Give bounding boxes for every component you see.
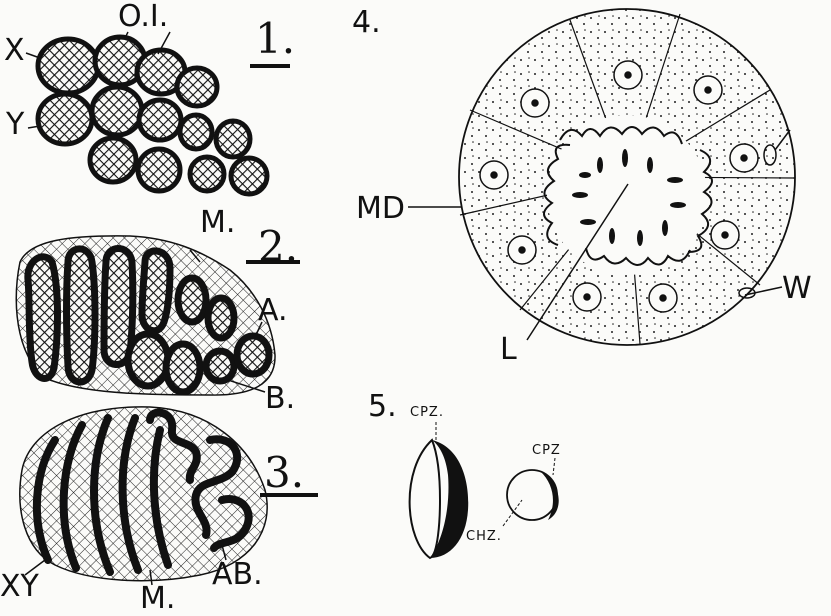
label-w: W bbox=[782, 274, 812, 304]
crescent-large bbox=[410, 440, 440, 558]
label-m-fig3: M. bbox=[140, 584, 175, 614]
figure-3-number: 3. bbox=[264, 452, 304, 494]
label-chz: CHZ. bbox=[466, 530, 502, 543]
label-md: MD bbox=[356, 194, 405, 224]
chromosome-x bbox=[38, 39, 98, 93]
label-cpz-left: CPZ. bbox=[410, 406, 444, 419]
chromosome-b bbox=[206, 351, 234, 381]
figure-5-number: 5. bbox=[368, 392, 397, 422]
figure-2-number: 2. bbox=[258, 226, 298, 268]
label-cpz-right: CPZ bbox=[532, 444, 561, 457]
crescent-small bbox=[507, 470, 557, 520]
label-b: B. bbox=[265, 384, 295, 414]
figure-4 bbox=[408, 9, 795, 345]
label-m-fig2: M. bbox=[200, 208, 235, 238]
label-ab: AB. bbox=[212, 560, 263, 590]
label-oi: O.I. bbox=[118, 2, 168, 32]
cell-outline-3 bbox=[20, 407, 267, 581]
figure-1 bbox=[38, 37, 267, 194]
label-y: Y bbox=[6, 110, 24, 140]
label-xy: XY bbox=[0, 572, 39, 602]
label-x: X bbox=[4, 36, 25, 66]
chromosome-y bbox=[38, 94, 92, 144]
figure-4-number: 4. bbox=[352, 8, 381, 38]
label-l: L bbox=[500, 335, 517, 365]
figure-1-number: 1. bbox=[255, 18, 295, 60]
lumen bbox=[547, 115, 707, 275]
chromosome-a bbox=[237, 336, 269, 374]
label-a: A. bbox=[258, 296, 288, 326]
